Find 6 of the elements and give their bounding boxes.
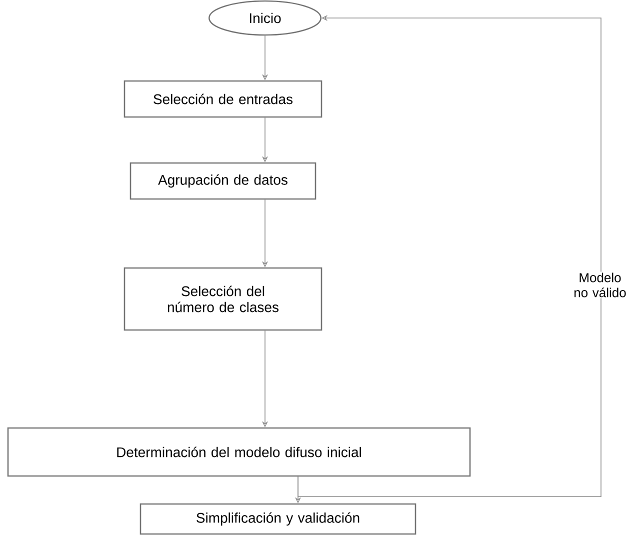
process-box: Agrupación de datos [130, 162, 316, 200]
process-box: Determinación del modelo difuso inicial [7, 427, 471, 477]
process-box: Simplificación y validación [140, 503, 416, 535]
process-box: Selección de entradas [124, 80, 322, 118]
process-box: Selección del número de clases [124, 267, 322, 331]
edge-label: Modelo no válido [574, 272, 626, 298]
